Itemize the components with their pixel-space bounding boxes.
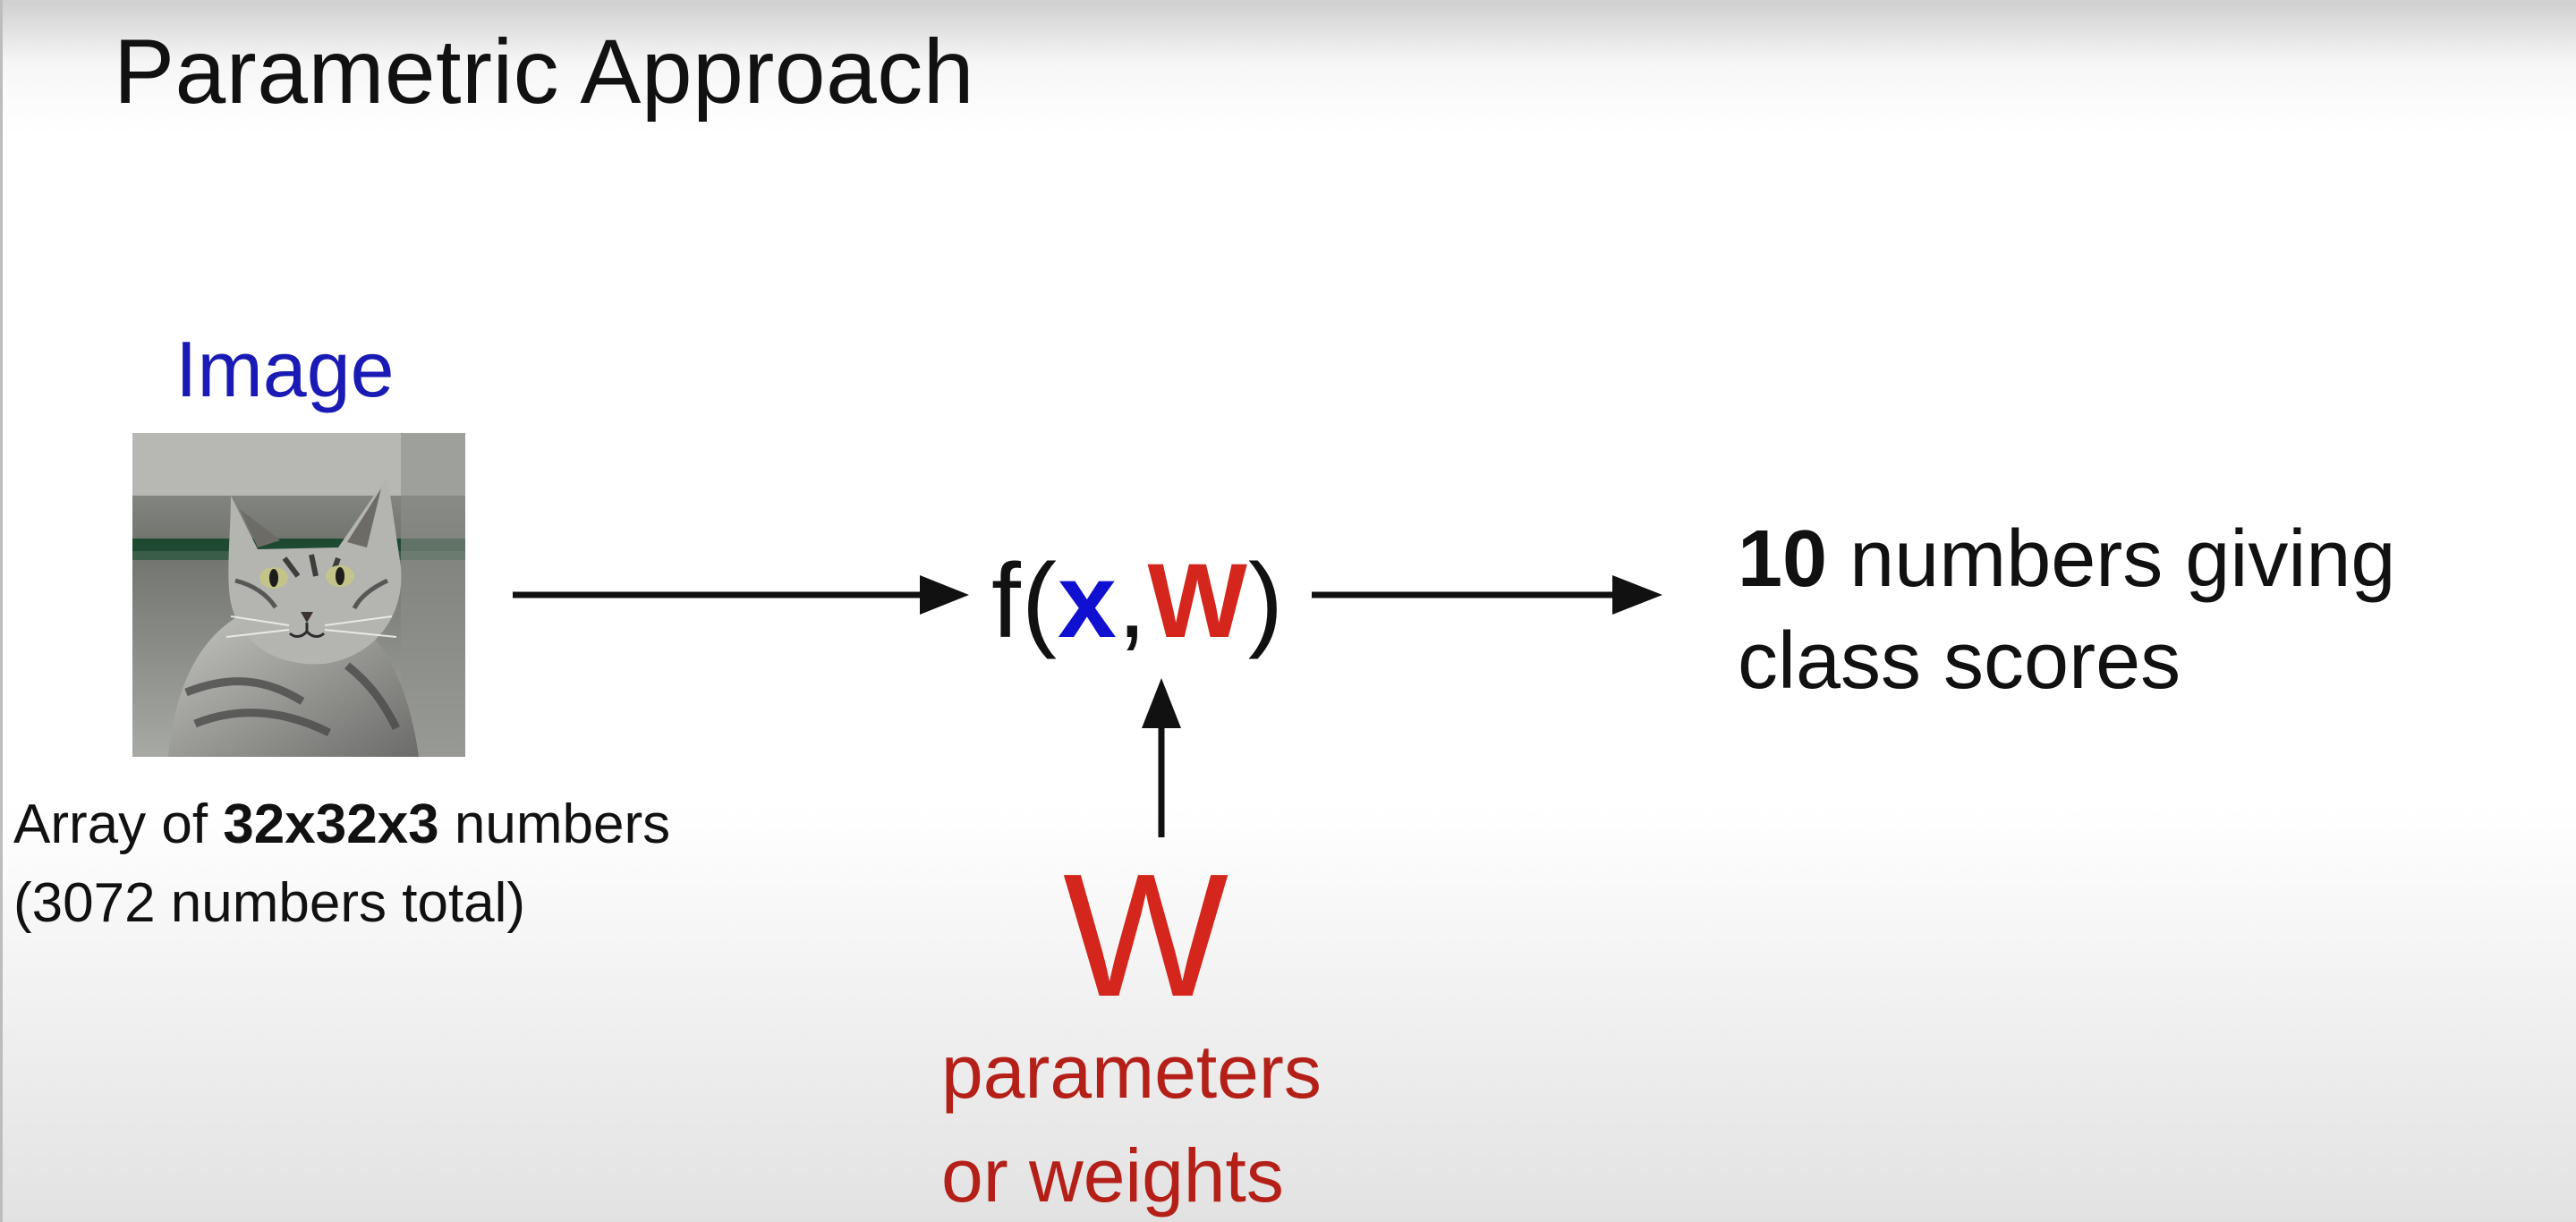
function-expression: f(x,W) [991, 540, 1284, 662]
caption-prefix: Array of [13, 793, 224, 855]
weights-description: parameters or weights [941, 1020, 1322, 1222]
function-close: ) [1247, 542, 1285, 660]
function-open: f( [991, 542, 1058, 660]
output-line1: numbers giving [1827, 514, 2396, 604]
caption-suffix: numbers [438, 793, 671, 855]
weights-symbol: W [1063, 837, 1228, 1033]
cat-image [132, 433, 465, 757]
output-arrow [1312, 575, 1662, 615]
output-description: 10 numbers giving class scores [1738, 508, 2395, 712]
weights-line1: parameters [941, 1030, 1322, 1114]
caption-dimensions: 32x32x3 [223, 793, 439, 855]
function-w: W [1147, 542, 1248, 660]
input-arrow [513, 575, 969, 615]
array-caption: Array of 32x32x3 numbers (3072 numbers t… [13, 785, 670, 943]
caption-total: (3072 numbers total) [13, 872, 526, 934]
output-line2: class scores [1738, 616, 2181, 706]
slide-title: Parametric Approach [114, 21, 974, 123]
weights-arrow [1142, 678, 1181, 837]
cat-photo-illustration [132, 433, 465, 757]
weights-line2: or weights [941, 1133, 1284, 1218]
function-x: x [1058, 542, 1118, 660]
output-count: 10 [1738, 514, 1828, 604]
image-label: Image [175, 325, 395, 413]
function-comma: , [1117, 542, 1148, 660]
slide-edge [0, 0, 3, 1222]
